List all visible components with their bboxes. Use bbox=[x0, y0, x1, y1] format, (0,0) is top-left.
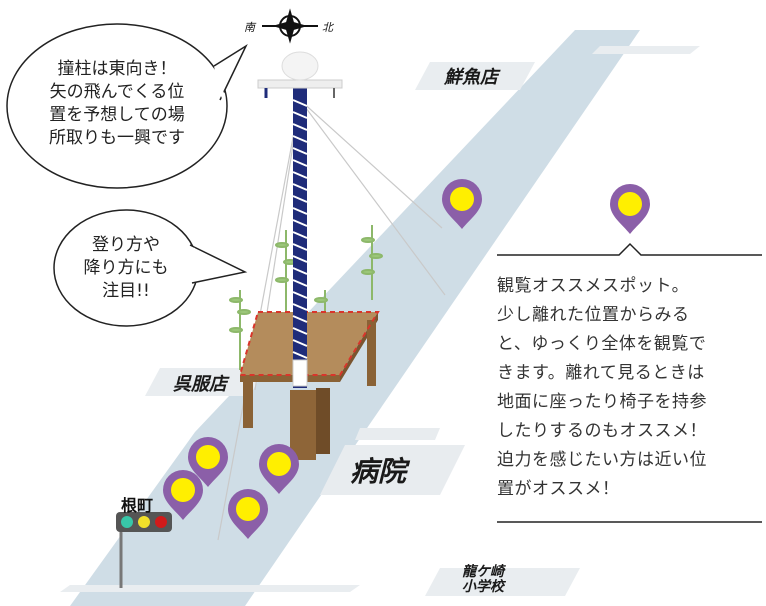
speech-bubble-east-facing bbox=[6, 23, 248, 189]
bubble-line: 所取りも一興です bbox=[49, 128, 185, 148]
hospital-building bbox=[320, 445, 465, 495]
compass-south-label: 南 bbox=[244, 21, 255, 34]
festival-pole bbox=[257, 51, 343, 388]
bubble-line: 撞柱は東向き！ bbox=[57, 59, 177, 79]
label-traffic-signal: 根町 bbox=[121, 496, 154, 515]
info-line: きます。離れて見るときは bbox=[497, 363, 705, 383]
info-box-frame bbox=[497, 242, 762, 523]
viewing-pins bbox=[163, 179, 650, 539]
bubble-text-climb: 登り方や 降り方にも 注目!! bbox=[64, 234, 188, 303]
cross-street-upper-right bbox=[592, 46, 700, 54]
map-pin-3 bbox=[188, 437, 228, 487]
bamboo-decorations bbox=[229, 225, 383, 370]
label-school-line2: 小学校 bbox=[462, 579, 504, 595]
bubble-line: 置を予想しての場 bbox=[49, 105, 185, 125]
traffic-signal bbox=[116, 512, 172, 588]
label-clothing-shop: 呉服店 bbox=[173, 374, 227, 395]
label-fish-shop: 鮮魚店 bbox=[444, 67, 498, 88]
compass-icon bbox=[262, 8, 318, 44]
cross-street-left bbox=[145, 368, 265, 396]
cross-street-bottom bbox=[425, 568, 580, 596]
info-line: と、ゆっくり全体を観覧で bbox=[497, 334, 707, 354]
bubble-line: 矢の飛んでくる位 bbox=[49, 82, 185, 102]
bottom-road-edge bbox=[60, 585, 360, 592]
compass-north-label: 北 bbox=[322, 21, 333, 34]
info-line: 地面に座ったり椅子を持参 bbox=[497, 392, 707, 412]
wooden-stage bbox=[238, 311, 380, 460]
bubble-line: 降り方にも bbox=[83, 258, 169, 278]
map-pin-2 bbox=[610, 184, 650, 234]
map-pin-6 bbox=[228, 489, 268, 539]
info-line: 置がオススメ！ bbox=[497, 479, 620, 499]
info-line: 少し離れた位置からみる bbox=[497, 305, 690, 325]
map-pin-4 bbox=[259, 444, 299, 494]
cross-street-top bbox=[415, 62, 535, 90]
info-box-viewing-spot: 観覧オススメスポット。 少し離れた位置からみる と、ゆっくり全体を観覧で きます… bbox=[497, 272, 765, 504]
map-pin-5 bbox=[163, 470, 203, 520]
label-school: 龍ケ崎 小学校 bbox=[462, 565, 504, 595]
hospital-roofline bbox=[355, 428, 440, 440]
bubble-text-east-facing: 撞柱は東向き！ 矢の飛んでくる位 置を予想しての場 所取りも一興です bbox=[22, 58, 212, 150]
info-line: したりするのもオススメ！ bbox=[497, 421, 707, 441]
info-line: 迫力を感じたい方は近い位 bbox=[497, 450, 707, 470]
label-school-line1: 龍ケ崎 bbox=[462, 564, 504, 580]
bubble-line: 注目!! bbox=[102, 281, 150, 301]
speech-bubble-climb bbox=[53, 209, 248, 327]
label-hospital: 病院 bbox=[350, 455, 407, 488]
map-pin-1 bbox=[442, 179, 482, 229]
bubble-line: 登り方や bbox=[92, 235, 160, 255]
info-line: 観覧オススメスポット。 bbox=[497, 276, 690, 296]
